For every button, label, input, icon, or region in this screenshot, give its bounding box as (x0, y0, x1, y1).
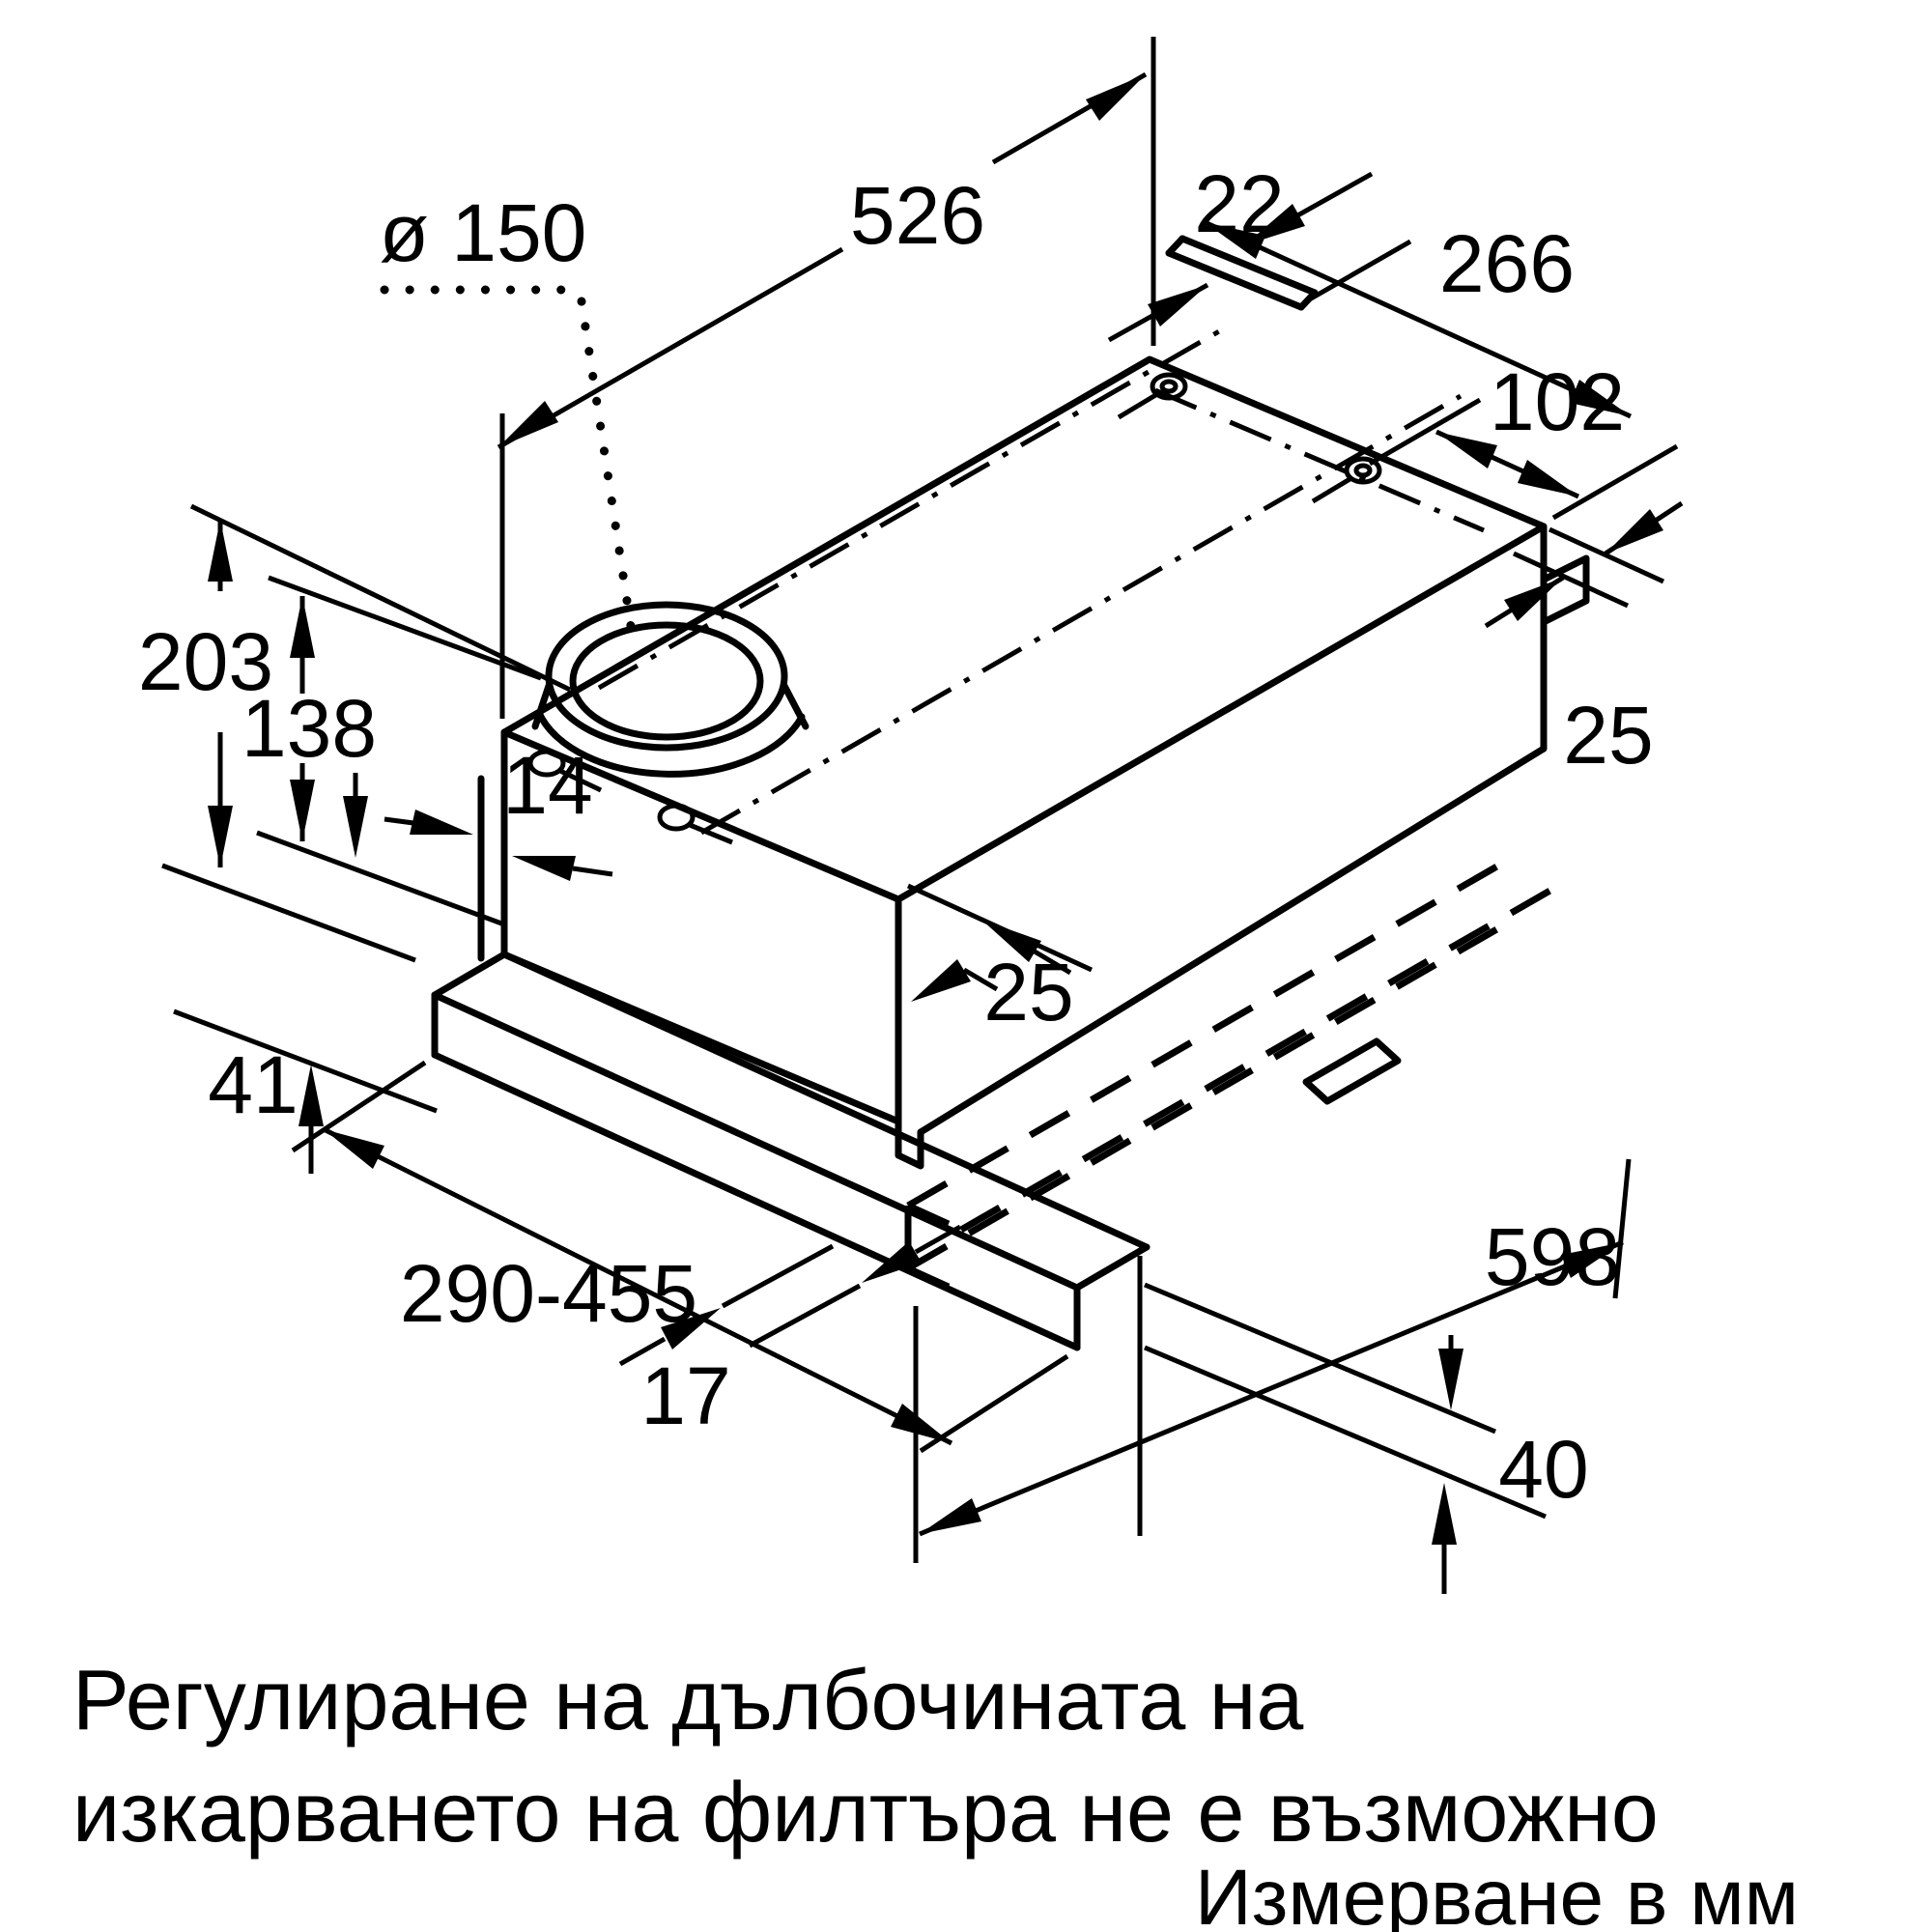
hood-body (477, 355, 1590, 1170)
spring-clip-front (657, 803, 733, 845)
dim-label-598: 598 (1485, 1211, 1620, 1302)
dim-40 (1137, 1256, 1547, 1594)
dim-label-25-right: 25 (1563, 690, 1653, 781)
dim-17 (618, 1224, 962, 1367)
dim-41 (173, 1009, 438, 1174)
dim-label-40: 40 (1498, 1424, 1588, 1515)
dim-label-17: 17 (640, 1350, 730, 1441)
telescopic-strip (431, 951, 1151, 1351)
dim-label-138: 138 (242, 683, 377, 774)
dim-266 (1203, 219, 1679, 521)
dim-duct-diameter (380, 285, 639, 650)
dim-label-41: 41 (208, 1039, 298, 1130)
mounting-screws (1117, 372, 1382, 504)
dim-label-266: 266 (1439, 218, 1575, 309)
center-lines (597, 328, 1485, 836)
dim-290-455 (291, 1060, 1069, 1454)
dim-label-102: 102 (1490, 356, 1625, 447)
dim-label-25-front: 25 (983, 947, 1073, 1037)
note-line-1: Регулиране на дълбочината на (72, 1652, 1303, 1747)
dim-203 (161, 503, 572, 963)
dim-14 (384, 810, 613, 881)
dim-label-14: 14 (502, 740, 592, 831)
dim-598 (913, 1158, 1632, 1563)
dim-25-front (911, 920, 1072, 1002)
dim-25-right (1484, 500, 1684, 629)
dim-label-290-455: 290-455 (400, 1248, 697, 1339)
spring-clip-left (527, 749, 603, 793)
dim-label-526: 526 (850, 170, 985, 261)
units-note: Измерване в мм (1195, 1854, 1799, 1932)
note-line-2: изкарването на филтъра не е възможно (72, 1764, 1659, 1860)
wall-bracket (1540, 554, 1590, 626)
dim-102 (1368, 397, 1580, 499)
dim-526 (497, 37, 1156, 719)
dim-label-duct-diameter: ø 150 (380, 187, 587, 278)
pullout-visor-dashed (904, 861, 1555, 1296)
dim-label-22: 22 (1194, 158, 1284, 249)
visor-handle (1302, 1037, 1402, 1105)
dim-label-203: 203 (138, 616, 273, 707)
notes-block: Регулиране на дълбочината на изкарването… (72, 1652, 1799, 1932)
duct-collar (527, 601, 810, 845)
dim-138 (256, 575, 542, 927)
